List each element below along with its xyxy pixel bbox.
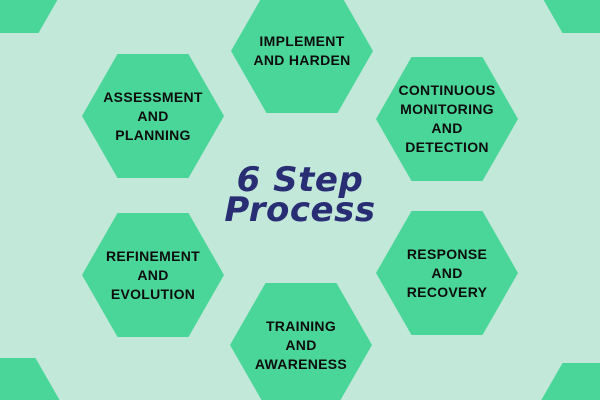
hexagon-refinement-and-evolution: REFINEMENT AND EVOLUTION (82, 213, 224, 337)
diagram-title-line2: Process (224, 190, 376, 230)
hexagon-implement-and-harden: IMPLEMENT AND HARDEN (231, 0, 373, 113)
step-label-implement-and-harden: IMPLEMENT AND HARDEN (253, 33, 351, 68)
diagram-title: 6 Step Process (0, 160, 600, 230)
hexagon-response-and-recovery: RESPONSE AND RECOVERY (376, 211, 518, 335)
hexagon-continuous-monitoring-and-detection: CONTINUOUS MONITORING AND DETECTION (376, 57, 518, 181)
hexagon-assessment-and-planning: ASSESSMENT AND PLANNING (82, 54, 224, 178)
decorative-hexagon-top-left (0, 0, 74, 33)
step-label-response-and-recovery: RESPONSE AND RECOVERY (406, 245, 488, 300)
hexagon-training-and-awareness: TRAINING AND AWARENESS (230, 283, 372, 400)
step-label-continuous-monitoring-and-detection: CONTINUOUS MONITORING AND DETECTION (398, 82, 496, 155)
step-label-refinement-and-evolution: REFINEMENT AND EVOLUTION (106, 247, 200, 302)
decorative-hexagon-bottom-left (0, 358, 71, 400)
diagram-title-line1: 6 Step (236, 160, 364, 200)
decorative-hexagon-bottom-right (527, 363, 600, 400)
decorative-hexagon-top-right (527, 0, 600, 33)
step-label-assessment-and-planning: ASSESSMENT AND PLANNING (103, 88, 203, 143)
step-label-training-and-awareness: TRAINING AND AWARENESS (254, 317, 348, 372)
